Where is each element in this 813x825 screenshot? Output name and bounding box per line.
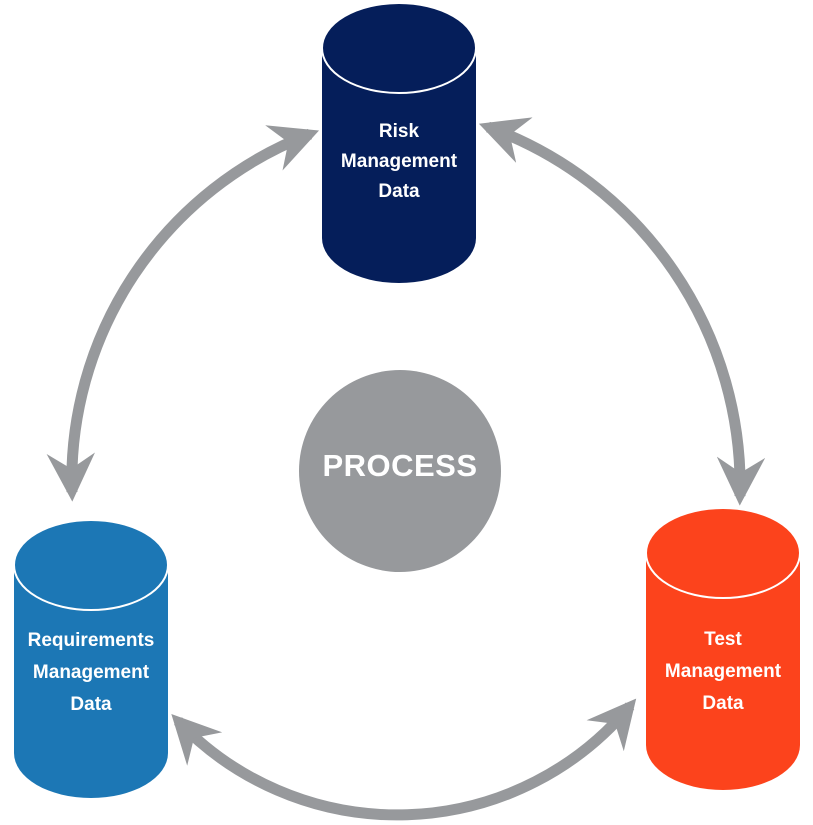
arrow-requirements-risk bbox=[46, 125, 320, 502]
requirements-label-line: Requirements bbox=[27, 630, 155, 651]
risk-label-line: Data bbox=[378, 181, 420, 202]
risk-label: Risk Management Data bbox=[322, 117, 476, 207]
test-label-line: Test bbox=[704, 629, 742, 650]
test-label-line: Data bbox=[702, 693, 744, 714]
risk-label-line: Management bbox=[340, 151, 458, 172]
test-label: Test Management Data bbox=[646, 624, 800, 720]
requirements-cylinder bbox=[13, 519, 169, 798]
test-cylinder bbox=[645, 507, 801, 790]
risk-cylinder bbox=[321, 2, 477, 283]
risk-cylinder-top bbox=[321, 2, 477, 94]
process-label: PROCESS bbox=[322, 448, 478, 483]
risk-cylinder-body bbox=[322, 48, 476, 283]
requirements-cylinder-body bbox=[14, 565, 168, 798]
arrow-test-requirements bbox=[171, 698, 637, 821]
test-label-line: Management bbox=[664, 661, 782, 682]
risk-label-line: Risk bbox=[378, 121, 420, 142]
requirements-label: Requirements Management Data bbox=[14, 625, 168, 721]
test-cylinder-top bbox=[645, 507, 801, 599]
requirements-label-line: Data bbox=[70, 694, 112, 715]
process-circle bbox=[299, 370, 501, 572]
requirements-label-line: Management bbox=[32, 662, 150, 683]
test-cylinder-body bbox=[646, 553, 800, 790]
arrow-risk-test bbox=[478, 117, 766, 506]
requirements-cylinder-top bbox=[13, 519, 169, 611]
